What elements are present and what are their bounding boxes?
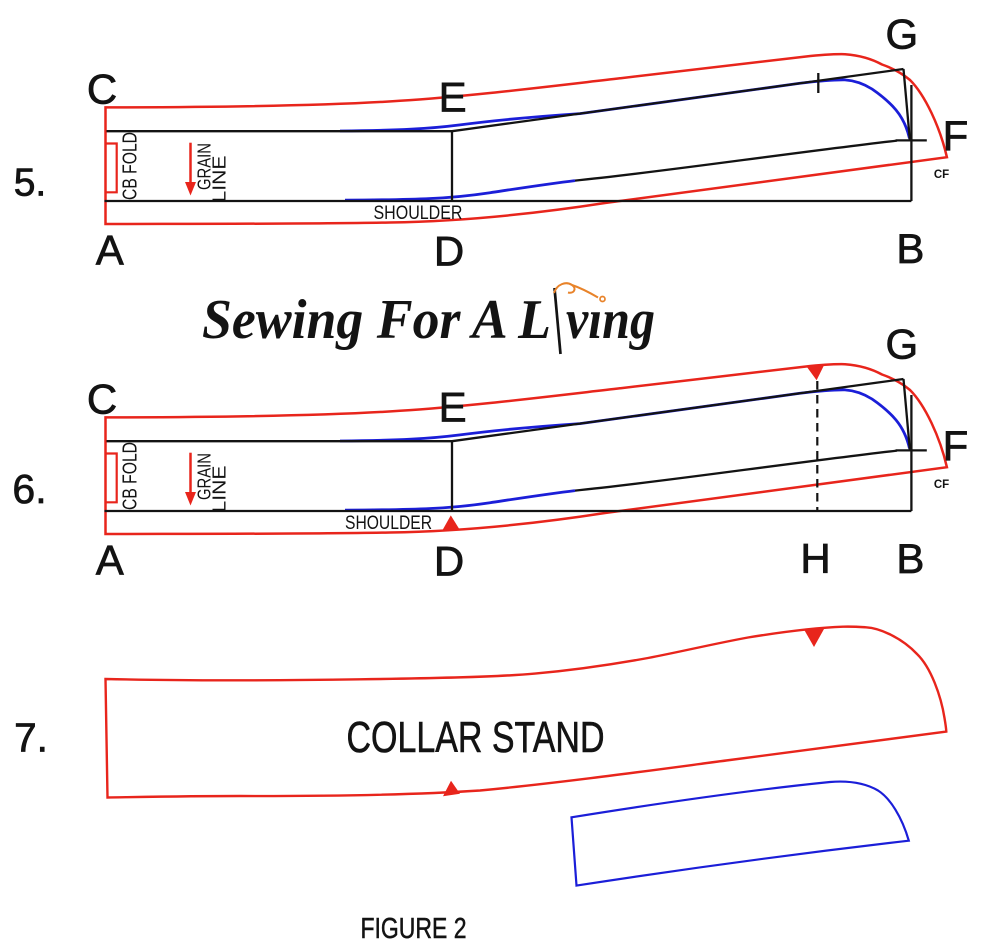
svg-text:H: H bbox=[800, 535, 830, 582]
svg-text:6.: 6. bbox=[12, 466, 46, 512]
svg-text:5.: 5. bbox=[14, 162, 47, 205]
svg-text:7.: 7. bbox=[14, 715, 48, 761]
svg-text:FIGURE 2: FIGURE 2 bbox=[361, 913, 467, 945]
svg-text:SHOULDER: SHOULDER bbox=[345, 513, 432, 534]
svg-text:SHOULDER: SHOULDER bbox=[374, 203, 463, 224]
svg-text:Sewing For A L: Sewing For A L bbox=[202, 289, 551, 351]
svg-text:COLLAR STAND: COLLAR STAND bbox=[347, 714, 605, 762]
svg-text:vıng: vıng bbox=[566, 289, 655, 351]
